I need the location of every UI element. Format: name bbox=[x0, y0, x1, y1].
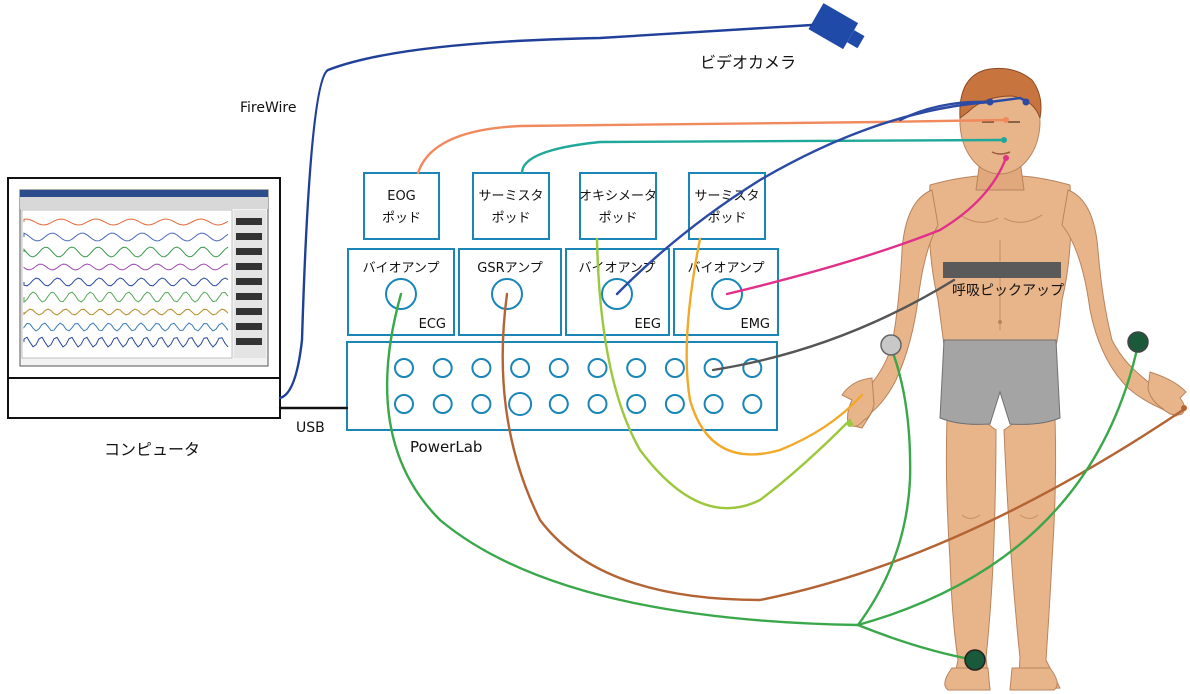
emg-cable bbox=[725, 156, 1008, 296]
amp-gsr: GSRアンプ bbox=[458, 248, 562, 336]
channel-readout bbox=[236, 263, 262, 270]
powerlab-port bbox=[742, 394, 763, 414]
breathing-belt bbox=[943, 262, 1061, 278]
amp-code: EMG bbox=[740, 317, 770, 332]
powerlab-port bbox=[587, 394, 608, 414]
ecg-cable-right bbox=[856, 343, 1140, 627]
camera-label: ビデオカメラ bbox=[700, 53, 796, 72]
powerlab-unit bbox=[346, 341, 778, 431]
channel-readout bbox=[236, 293, 262, 300]
gsr-cable bbox=[501, 292, 1188, 602]
pod-label-2: ポッド bbox=[382, 211, 421, 226]
ecg-cable-main bbox=[385, 292, 860, 627]
electrode-head-1 bbox=[986, 98, 994, 106]
amp-title: GSRアンプ bbox=[477, 261, 542, 276]
usb-label: USB bbox=[296, 420, 325, 436]
electrode-right-hand bbox=[1181, 405, 1187, 411]
electrode-nose bbox=[1001, 137, 1007, 143]
powerlab-port bbox=[508, 392, 533, 416]
electrode-hand bbox=[847, 421, 853, 427]
waveform-trace bbox=[23, 277, 229, 287]
waveform-trace bbox=[23, 336, 229, 348]
powerlab-port bbox=[548, 358, 569, 378]
electrode-eye bbox=[1003, 117, 1009, 123]
waveform-trace bbox=[23, 246, 229, 258]
powerlab-port bbox=[510, 358, 531, 378]
pod-label-1: オキシメータ bbox=[579, 189, 657, 204]
waveform-trace bbox=[23, 218, 229, 226]
pod-thermistor-1: サーミスタ ポッド bbox=[472, 172, 550, 240]
firewire-label: FireWire bbox=[240, 100, 296, 116]
powerlab-port bbox=[432, 358, 453, 378]
thermistor-hand-cable bbox=[685, 237, 864, 456]
eeg-cable bbox=[615, 96, 1030, 296]
amp-title: バイオアンプ bbox=[687, 261, 764, 276]
breathing-cable bbox=[711, 278, 956, 372]
powerlab-port bbox=[626, 358, 647, 378]
pod-label-2: ポッド bbox=[598, 211, 637, 226]
waveform-trace bbox=[23, 322, 229, 332]
powerlab-port bbox=[664, 394, 685, 414]
channel-readout bbox=[236, 248, 262, 255]
powerlab-port bbox=[471, 394, 492, 414]
computer-screen bbox=[19, 189, 269, 367]
signal-cables bbox=[278, 23, 1188, 662]
pod-label-2: ポッド bbox=[707, 211, 746, 226]
waveform-trace bbox=[23, 232, 229, 242]
thermistor-nose-cable bbox=[520, 138, 1006, 175]
amp-emg: バイオアンプ EMG bbox=[673, 248, 779, 336]
video-camera-icon bbox=[808, 3, 865, 50]
channel-readout bbox=[236, 278, 262, 285]
pod-label-1: サーミスタ bbox=[694, 189, 759, 204]
eeg-cable-top bbox=[898, 100, 992, 122]
waveform-trace bbox=[23, 308, 229, 316]
eog-cable bbox=[416, 118, 1007, 175]
oximeter-cable bbox=[595, 237, 852, 510]
channel-readout bbox=[236, 323, 262, 330]
amp-code: EEG bbox=[634, 317, 661, 332]
powerlab-port bbox=[548, 394, 569, 414]
electrode-head-2 bbox=[1022, 98, 1030, 106]
powerlab-ports bbox=[394, 358, 763, 416]
amp-code: ECG bbox=[419, 317, 446, 332]
channel-readout bbox=[236, 233, 262, 240]
ecg-cable-leg bbox=[856, 623, 977, 662]
firewire-cable bbox=[278, 23, 814, 400]
waveform-trace bbox=[23, 291, 229, 304]
breathing-label: 呼吸ピックアップ bbox=[952, 283, 1064, 299]
powerlab-port bbox=[703, 394, 724, 414]
ecg-cable-left bbox=[856, 343, 912, 627]
amp-eeg: バイオアンプ EEG bbox=[565, 248, 670, 336]
channel-readout bbox=[236, 218, 262, 225]
waveform-traces bbox=[23, 218, 262, 348]
powerlab-port bbox=[626, 394, 647, 414]
pod-oximeter: オキシメータ ポッド bbox=[579, 172, 657, 240]
powerlab-port bbox=[394, 394, 414, 414]
channel-readout bbox=[236, 308, 262, 315]
channel-readout bbox=[236, 338, 262, 345]
powerlab-port bbox=[432, 394, 453, 414]
electrode-chin bbox=[1003, 155, 1009, 161]
powerlab-label: PowerLab bbox=[410, 438, 482, 456]
electrode-left-arm bbox=[880, 334, 902, 356]
pod-label-1: EOG bbox=[387, 189, 416, 204]
pod-label-1: サーミスタ bbox=[478, 189, 543, 204]
electrode-right-arm bbox=[1127, 331, 1149, 353]
computer bbox=[7, 177, 281, 419]
pod-label-2: ポッド bbox=[491, 211, 530, 226]
computer-label: コンピュータ bbox=[104, 440, 200, 459]
pod-eog: EOG ポッド bbox=[363, 172, 440, 240]
powerlab-port bbox=[664, 358, 685, 378]
powerlab-port bbox=[471, 358, 492, 378]
amp-ecg: バイオアンプ ECG bbox=[347, 248, 455, 336]
human-figure bbox=[841, 67, 1187, 691]
powerlab-port bbox=[587, 358, 608, 378]
waveform-trace bbox=[23, 263, 229, 271]
electrode-leg bbox=[964, 649, 986, 671]
amp-title: バイオアンプ bbox=[362, 261, 439, 276]
powerlab-port bbox=[394, 358, 414, 378]
